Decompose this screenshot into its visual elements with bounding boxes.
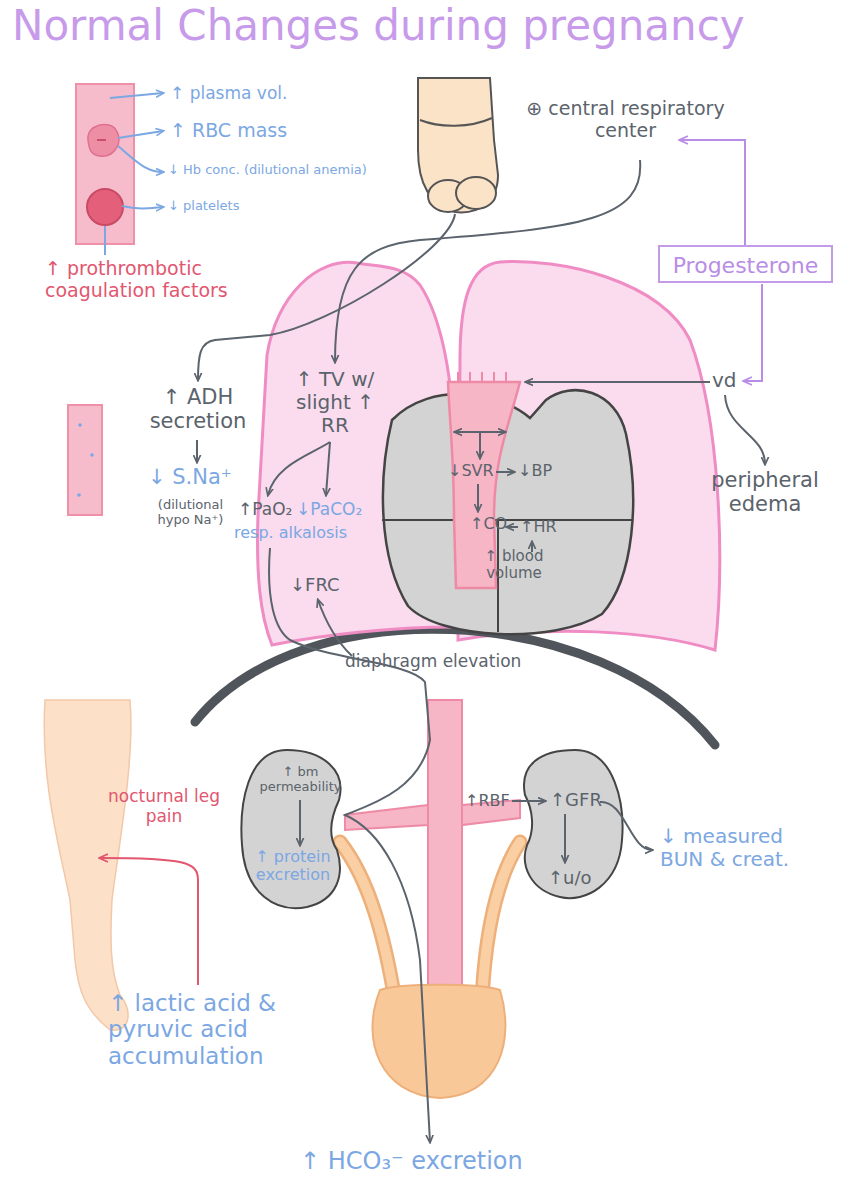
node-text: ↑HR bbox=[520, 518, 557, 536]
node-text: ↓PaCO₂ bbox=[296, 500, 362, 520]
kidney-shape: ↑GFR ↑u/o bbox=[515, 745, 627, 903]
node-text: ↑GFR bbox=[550, 790, 602, 811]
pons-line bbox=[420, 118, 492, 126]
annotation-label: ↑ ADH secretion bbox=[138, 385, 258, 433]
node-text: ↑PaO₂ bbox=[238, 500, 292, 520]
annotation-label: nocturnal leg pain bbox=[108, 787, 220, 826]
node-text: ↑ blood volume bbox=[474, 548, 554, 583]
ureter bbox=[340, 842, 395, 1000]
heart-shape: ↓SVR ↓BP ↑CO ↑HR ↑ blood volume bbox=[370, 378, 642, 643]
small-vessel bbox=[68, 405, 102, 515]
flow-arrow bbox=[100, 858, 198, 985]
leader-line bbox=[104, 226, 106, 255]
annotation-label: ↓ Hb conc. (dilutional anemia) bbox=[168, 163, 413, 178]
annotation-label: ↑ plasma vol. bbox=[170, 84, 287, 104]
flow-arrow bbox=[725, 395, 765, 464]
flow-arrow bbox=[196, 440, 198, 462]
annotation-label: ↓ S.Na⁺ bbox=[148, 465, 232, 489]
node-text: ↑ protein excretion bbox=[247, 848, 339, 885]
annotation-label: vd bbox=[712, 369, 737, 392]
kidney-shape: ↑ bm permeability ↑ protein excretion bbox=[237, 745, 347, 915]
renal-artery bbox=[345, 805, 428, 830]
annotation-label: ↑ HCO₃⁻ excretion bbox=[300, 1148, 580, 1176]
node-text: ↑u/o bbox=[548, 868, 592, 889]
leg bbox=[44, 700, 131, 1030]
node-text: resp. alkalosis bbox=[234, 524, 394, 542]
ureter-outline bbox=[482, 842, 520, 1000]
heart-shape-outline bbox=[370, 378, 642, 643]
annotation-label: diaphragm elevation bbox=[345, 652, 521, 672]
leader-arrow bbox=[110, 93, 163, 98]
leader-arrow bbox=[122, 206, 163, 208]
platelet-clot bbox=[87, 189, 123, 225]
annotation-label: ↑ RBC mass bbox=[170, 120, 287, 142]
brain-lobe bbox=[456, 177, 496, 209]
sodium-dot bbox=[77, 493, 81, 497]
node-text: ↓SVR bbox=[448, 462, 494, 480]
annotation-label: peripheral edema bbox=[695, 468, 835, 516]
flow-arrow bbox=[680, 140, 745, 245]
ureter bbox=[482, 842, 520, 1000]
blood-vessel bbox=[76, 84, 134, 244]
annotation-label: ↑ prothrombotic coagulation factors bbox=[45, 258, 275, 302]
node-text: ↑ TV w/ slight ↑ RR bbox=[290, 368, 380, 437]
annotation-label: ⊕ central respiratory center bbox=[498, 98, 753, 142]
diaphragm bbox=[195, 629, 715, 745]
annotation-label: (dilutional hypo Na⁺) bbox=[143, 498, 238, 528]
annotation-label: ↓ platelets bbox=[168, 199, 239, 214]
node-text: ↓FRC bbox=[290, 575, 340, 596]
red-blood-cell bbox=[88, 125, 119, 157]
annotation-label: ↑RBF bbox=[465, 792, 510, 810]
sodium-dot bbox=[90, 453, 94, 457]
node-text: ↑CO bbox=[470, 515, 507, 533]
brain-stem bbox=[418, 78, 498, 212]
ureter-outline bbox=[340, 842, 395, 1000]
annotation-label: ↑ lactic acid & pyruvic acid accumulatio… bbox=[108, 990, 308, 1069]
leader-arrow bbox=[118, 131, 163, 138]
aorta bbox=[428, 700, 462, 1000]
leader-arrow bbox=[118, 146, 163, 172]
right-kidney bbox=[524, 750, 623, 898]
bladder bbox=[373, 985, 506, 1098]
page-title: Normal Changes during pregnancy bbox=[12, 2, 857, 50]
node-text: Progesterone bbox=[660, 253, 831, 278]
vessel-hatch bbox=[458, 372, 506, 382]
annotation-label: ↓ measured BUN & creat. bbox=[660, 825, 820, 871]
hormone-box: Progesterone bbox=[658, 245, 833, 283]
sodium-dot bbox=[78, 423, 82, 427]
flow-arrow bbox=[526, 381, 710, 383]
node-text: ↑ bm permeability bbox=[253, 765, 348, 795]
node-text: ↓BP bbox=[518, 462, 552, 480]
flow-arrow bbox=[744, 284, 762, 381]
cell-mark bbox=[97, 139, 106, 141]
